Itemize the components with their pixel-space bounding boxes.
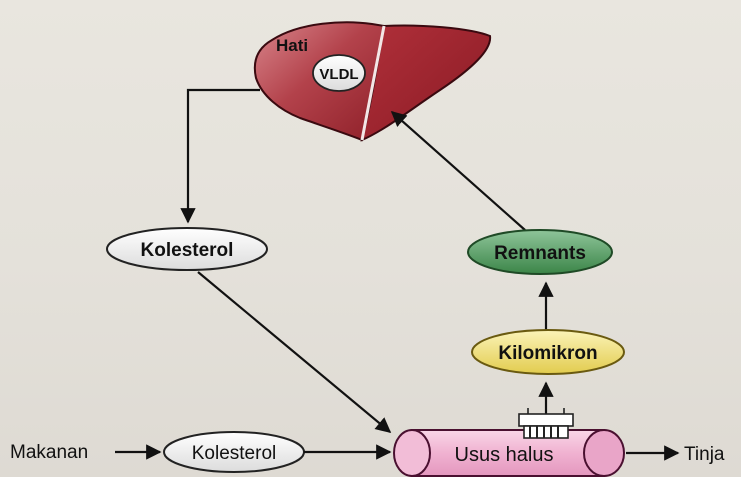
kolesterol-lower-node: Kolesterol: [164, 432, 304, 472]
liver: Hati VLDL: [255, 22, 490, 140]
arrow-kolesterol-to-usus: [198, 272, 390, 432]
usus-halus-label: Usus halus: [455, 444, 554, 466]
remnants-label: Remnants: [494, 243, 586, 264]
kilomikron-label: Kilomikron: [498, 343, 597, 364]
arrow-remnants-to-liver: [392, 112, 525, 230]
kilomikron-node: Kilomikron: [472, 330, 624, 374]
makanan-label: Makanan: [10, 442, 88, 463]
liver-title: Hati: [276, 36, 308, 55]
vldl-label: VLDL: [319, 66, 358, 83]
remnants-node: Remnants: [468, 230, 612, 274]
arrow-liver-to-kolesterol: [188, 90, 260, 222]
kolesterol-upper-node: Kolesterol: [107, 228, 267, 270]
kolesterol-lower-label: Kolesterol: [192, 443, 277, 464]
tinja-label: Tinja: [684, 444, 725, 465]
kolesterol-upper-label: Kolesterol: [141, 240, 234, 261]
usus-halus-node: Usus halus: [394, 408, 624, 476]
